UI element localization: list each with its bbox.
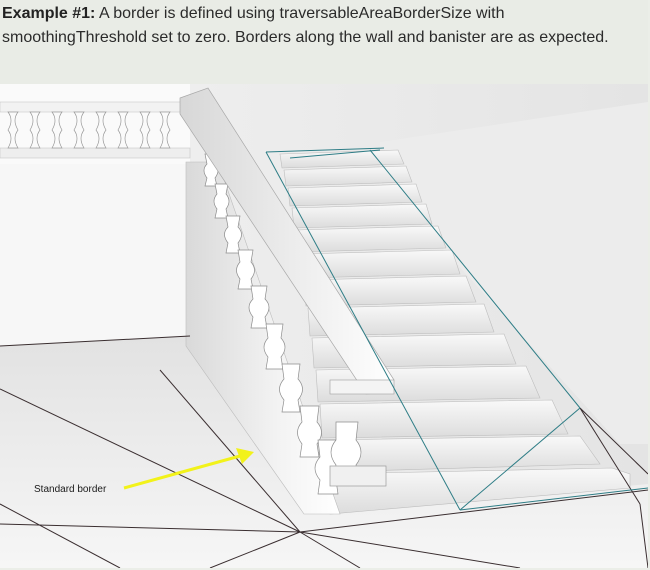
caption-label: Example #1: [2, 5, 96, 22]
newel-base [329, 465, 387, 487]
staircase-render: Standard border [0, 84, 648, 568]
left-wall [0, 164, 190, 354]
staircase-illustration: Standard border [0, 84, 648, 568]
handrail-end [329, 379, 395, 395]
right-wall [380, 102, 648, 444]
annotation-label: Standard border [34, 484, 107, 495]
caption-text: A border is defined using traversableAre… [2, 5, 609, 46]
figure-caption: Example #1: A border is defined using tr… [0, 0, 648, 84]
annotation-arrow [123, 448, 254, 490]
navmesh-lines [0, 335, 648, 568]
upper-balustrade [0, 101, 191, 159]
traversable-border-lines [265, 147, 648, 511]
